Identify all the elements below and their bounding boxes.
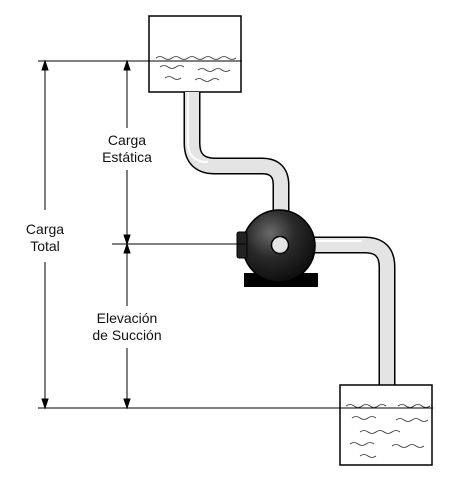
lower-tank — [339, 384, 433, 466]
suction-lift-dimension — [123, 242, 131, 410]
lower-tank-water-ripples — [345, 404, 431, 458]
suction-lift-label-line2: de Succión — [92, 327, 162, 343]
static-head-label: Carga Estática — [92, 132, 162, 166]
static-head-label-line2: Estática — [102, 149, 152, 165]
total-head-label: Carga Total — [18, 221, 72, 255]
total-head-label-line1: Carga — [25, 221, 65, 237]
static-head-label-line1: Carga — [107, 132, 147, 148]
upper-tank — [148, 15, 242, 93]
upper-tank-water-ripples — [155, 56, 237, 82]
reference-lines — [38, 60, 340, 409]
total-head-dimension — [41, 59, 49, 410]
static-head-dimension — [123, 59, 131, 246]
suction-lift-label: Elevación de Succión — [82, 310, 172, 344]
pump-inlet — [270, 235, 290, 255]
total-head-label-line2: Total — [30, 238, 60, 254]
suction-lift-label-line1: Elevación — [96, 310, 158, 326]
